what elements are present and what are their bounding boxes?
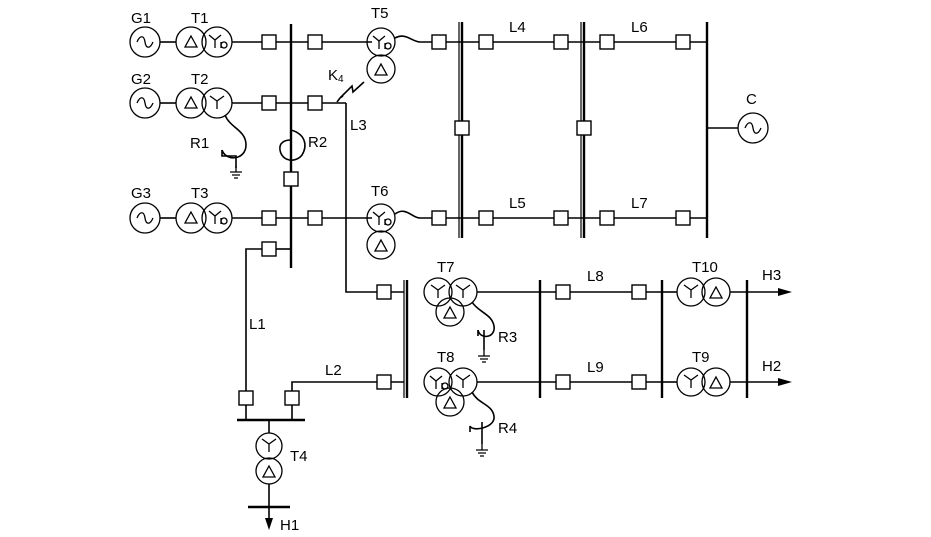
breaker-g3-a — [261, 210, 277, 226]
transformer-t9 — [662, 367, 747, 397]
breaker-l9-a — [555, 374, 571, 390]
label-t9: T9 — [692, 349, 710, 366]
transformer-t2 — [160, 87, 233, 119]
breaker-g1-a — [261, 34, 277, 50]
label-l5: L5 — [509, 195, 526, 212]
transformer-t3 — [160, 202, 233, 234]
breaker-l5-a — [478, 210, 494, 226]
bus-t7t8-primary — [403, 280, 409, 398]
generator-g1 — [129, 26, 161, 58]
label-l4: L4 — [509, 19, 526, 36]
label-t3: T3 — [191, 185, 209, 202]
transformer-t10 — [662, 277, 747, 307]
label-l1: L1 — [249, 316, 266, 333]
label-h1: H1 — [280, 517, 299, 534]
breaker-l7-a — [599, 210, 615, 226]
breaker-l1-b — [238, 390, 254, 406]
breaker-l6-a — [599, 34, 615, 50]
breaker-l4-b — [553, 34, 569, 50]
label-t2: T2 — [191, 71, 209, 88]
breaker-g1-b — [307, 34, 323, 50]
transformer-t5 — [366, 27, 421, 84]
label-t4: T4 — [290, 448, 308, 465]
breaker-l4-a — [478, 34, 494, 50]
label-r3: R3 — [498, 329, 517, 346]
label-g1: G1 — [131, 10, 151, 27]
reactor-r1 — [221, 114, 247, 179]
fault-k4 — [336, 81, 365, 103]
breaker-bus-middle-1 — [454, 120, 470, 136]
breaker-l7-b — [675, 210, 691, 226]
label-l6: L6 — [631, 19, 648, 36]
breaker-l1-a — [261, 241, 277, 257]
breaker-l9-b — [631, 374, 647, 390]
transformer-t1 — [160, 26, 233, 58]
label-c: C — [746, 91, 757, 108]
transformer-t4 — [255, 420, 283, 507]
breaker-bus-middle-2 — [576, 120, 592, 136]
breaker-t6-a — [431, 210, 447, 226]
label-t7: T7 — [437, 259, 455, 276]
label-l9: L9 — [587, 359, 604, 376]
breaker-l6-b — [675, 34, 691, 50]
load-h1-arrow — [265, 507, 273, 530]
transformer-t6 — [366, 203, 421, 260]
label-r2: R2 — [308, 134, 327, 151]
label-g2: G2 — [131, 71, 151, 88]
load-h3-arrow — [747, 288, 792, 296]
label-t8: T8 — [437, 349, 455, 366]
label-t1: T1 — [191, 10, 209, 27]
label-l2: L2 — [325, 362, 342, 379]
transformer-t7 — [423, 277, 540, 363]
label-t5: T5 — [371, 5, 389, 22]
label-g3: G3 — [131, 185, 151, 202]
label-t10: T10 — [692, 259, 718, 276]
breaker-l2-a — [284, 390, 300, 406]
label-l8: L8 — [587, 268, 604, 285]
breaker-t5-a — [431, 34, 447, 50]
label-r4: R4 — [498, 420, 517, 437]
label-r1: R1 — [190, 135, 209, 152]
label-h3: H3 — [762, 267, 781, 284]
label-fault-index: 4 — [338, 74, 344, 85]
breaker-r2 — [283, 171, 299, 187]
label-fault-k: K — [328, 67, 338, 84]
generator-g2 — [129, 87, 161, 119]
system-c — [707, 112, 769, 144]
load-h2-arrow — [747, 378, 792, 386]
breaker-g2-b — [307, 95, 323, 111]
label-t6: T6 — [371, 183, 389, 200]
reactor-r2 — [279, 129, 306, 200]
generator-g3 — [129, 202, 161, 234]
transformer-t8 — [423, 367, 540, 457]
breaker-g2-a — [261, 95, 277, 111]
breaker-l8-b — [631, 284, 647, 300]
label-l7: L7 — [631, 195, 648, 212]
breaker-l2-b — [376, 374, 392, 390]
breaker-g3-b — [307, 210, 323, 226]
label-h2: H2 — [762, 358, 781, 375]
label-l3: L3 — [350, 117, 367, 134]
breaker-l3 — [376, 284, 392, 300]
breaker-l8-a — [555, 284, 571, 300]
breaker-l5-b — [553, 210, 569, 226]
